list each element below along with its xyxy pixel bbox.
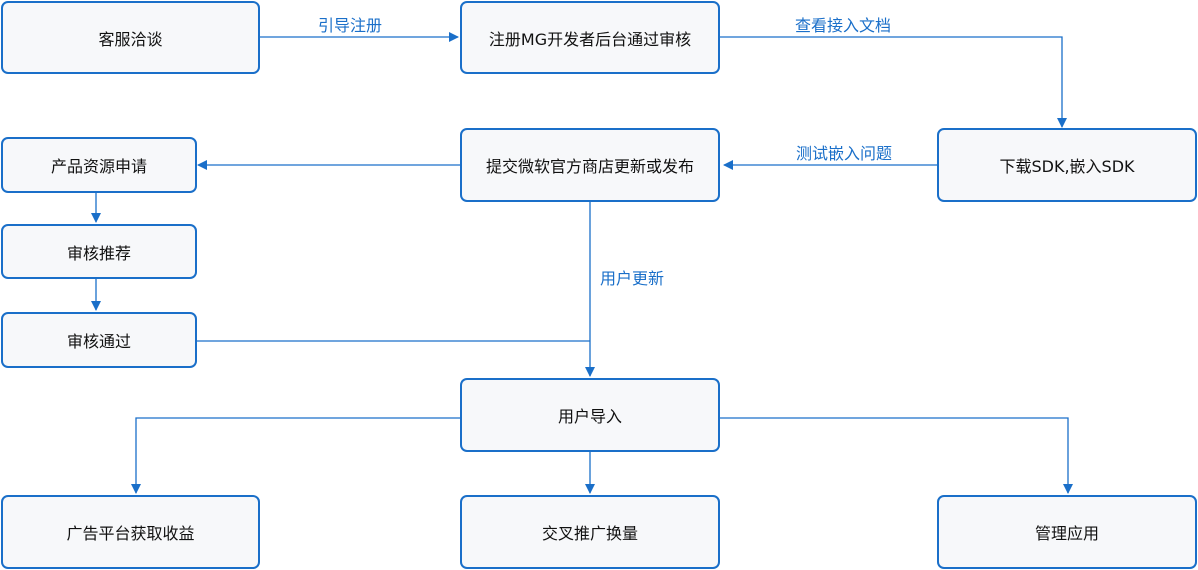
node-register-mg: 注册MG开发者后台通过审核 (460, 1, 720, 74)
node-product-apply: 产品资源申请 (1, 137, 197, 193)
label-guide-register: 引导注册 (318, 16, 383, 35)
node-cross-promo: 交叉推广换量 (460, 495, 720, 569)
node-customer-service: 客服洽谈 (1, 1, 260, 74)
edge-import-to-manage (720, 417, 1073, 494)
label-user-update: 用户更新 (600, 269, 665, 288)
node-manage-app: 管理应用 (937, 495, 1197, 569)
edge-view-docs (720, 36, 1067, 128)
node-user-import: 用户导入 (460, 378, 720, 452)
node-submit-store: 提交微软官方商店更新或发布 (460, 128, 720, 202)
label-test-issues: 测试嵌入问题 (796, 144, 893, 163)
node-review-recommend: 审核推荐 (1, 224, 197, 279)
node-download-sdk: 下载SDK,嵌入SDK (937, 128, 1197, 202)
edge-import-to-ad (131, 417, 460, 494)
node-review-pass: 审核通过 (1, 312, 197, 368)
node-ad-platform: 广告平台获取收益 (1, 495, 260, 569)
label-view-docs: 查看接入文档 (795, 16, 892, 35)
